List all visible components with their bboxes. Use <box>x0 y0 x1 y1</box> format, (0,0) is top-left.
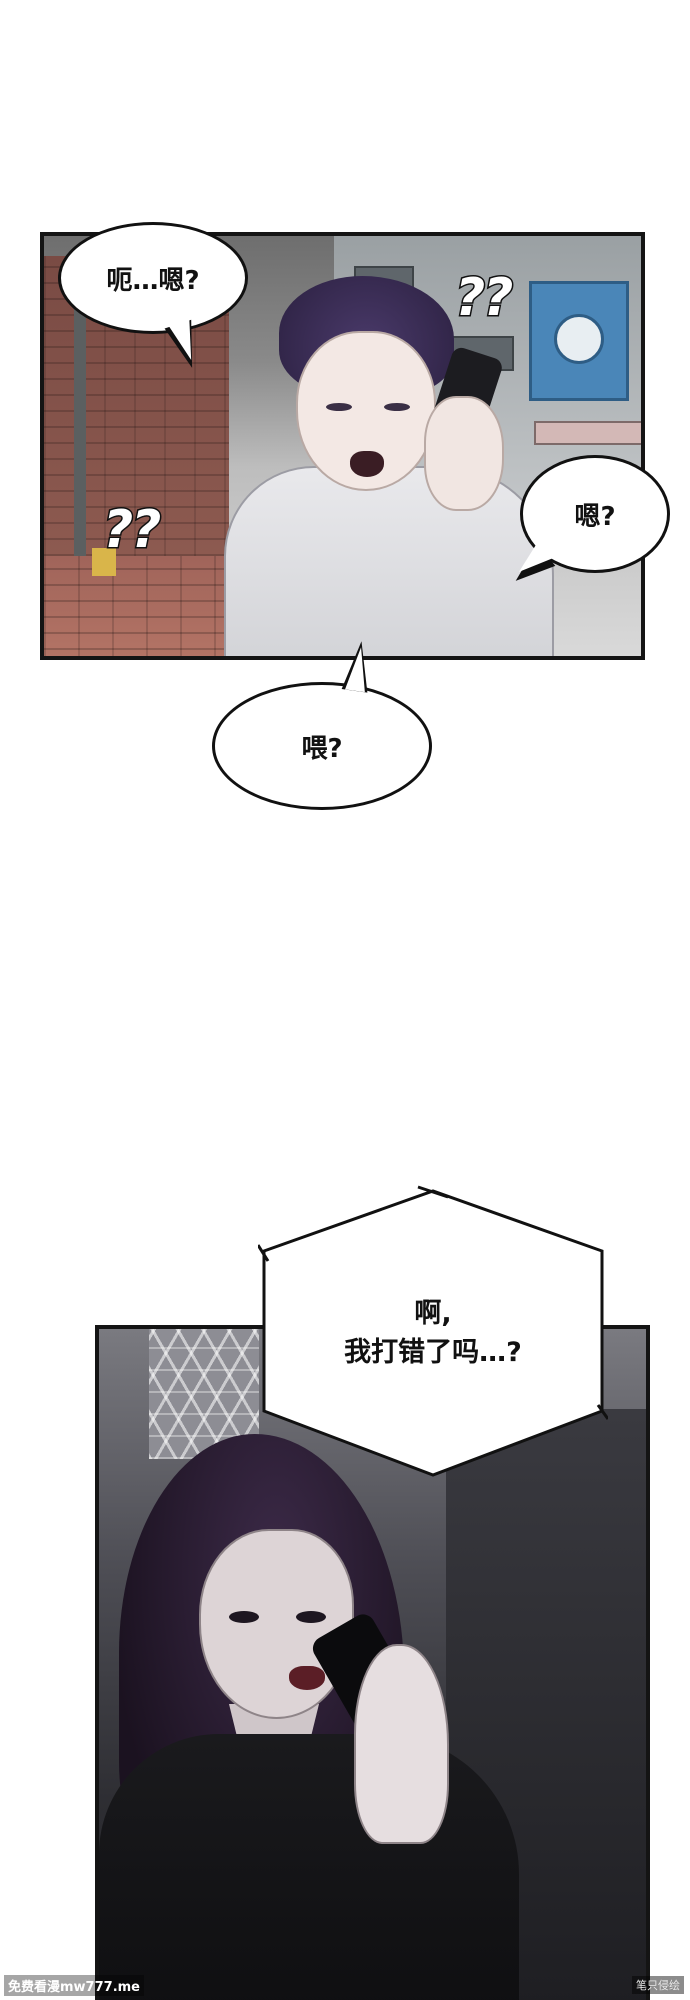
hand-holding-phone <box>354 1644 449 1844</box>
hex-speech-bubble: 啊, 我打错了吗…? <box>258 1183 608 1483</box>
sign-circle <box>554 314 604 364</box>
character-face <box>199 1529 354 1719</box>
question-marks-sfx: ?? <box>101 499 162 562</box>
long-hair-character <box>99 1434 519 2000</box>
hand-holding-phone <box>424 396 504 511</box>
eye <box>326 403 352 411</box>
drain-pipe <box>74 256 86 566</box>
hex-bubble-shape <box>258 1185 608 1477</box>
speech-bubble-hm: 嗯? <box>506 455 670 592</box>
site-watermark: 免费看漫mw777.me <box>4 1975 144 1996</box>
hex-line-2: 我打错了吗…? <box>344 1337 522 1368</box>
man-character <box>224 276 554 656</box>
speech-bubble-hello: 喂? <box>212 639 432 810</box>
man-face <box>296 331 436 491</box>
corner-watermark: 笔只侵绘 <box>632 1976 684 1994</box>
question-marks-sfx: ?? <box>453 267 514 330</box>
bubble-text: 嗯? <box>574 501 616 532</box>
panel-street-man-phone <box>40 232 645 660</box>
bubble-text: 呃…嗯? <box>106 265 200 296</box>
eye <box>296 1611 326 1623</box>
eye <box>229 1611 259 1623</box>
open-mouth <box>289 1666 325 1690</box>
wall-notice <box>92 548 116 576</box>
speech-bubble-uh-hm: 呃…嗯? <box>58 222 248 373</box>
bubble-text: 喂? <box>301 733 343 764</box>
gray-hoodie <box>224 466 554 656</box>
open-mouth <box>350 451 384 477</box>
shop-awning <box>534 421 641 445</box>
eye <box>384 403 410 411</box>
blue-shop-sign <box>529 281 629 401</box>
hex-line-1: 啊, <box>414 1297 452 1329</box>
hex-bubble-text: 啊, 我打错了吗…? <box>258 1183 608 1483</box>
black-robe <box>99 1734 519 2000</box>
